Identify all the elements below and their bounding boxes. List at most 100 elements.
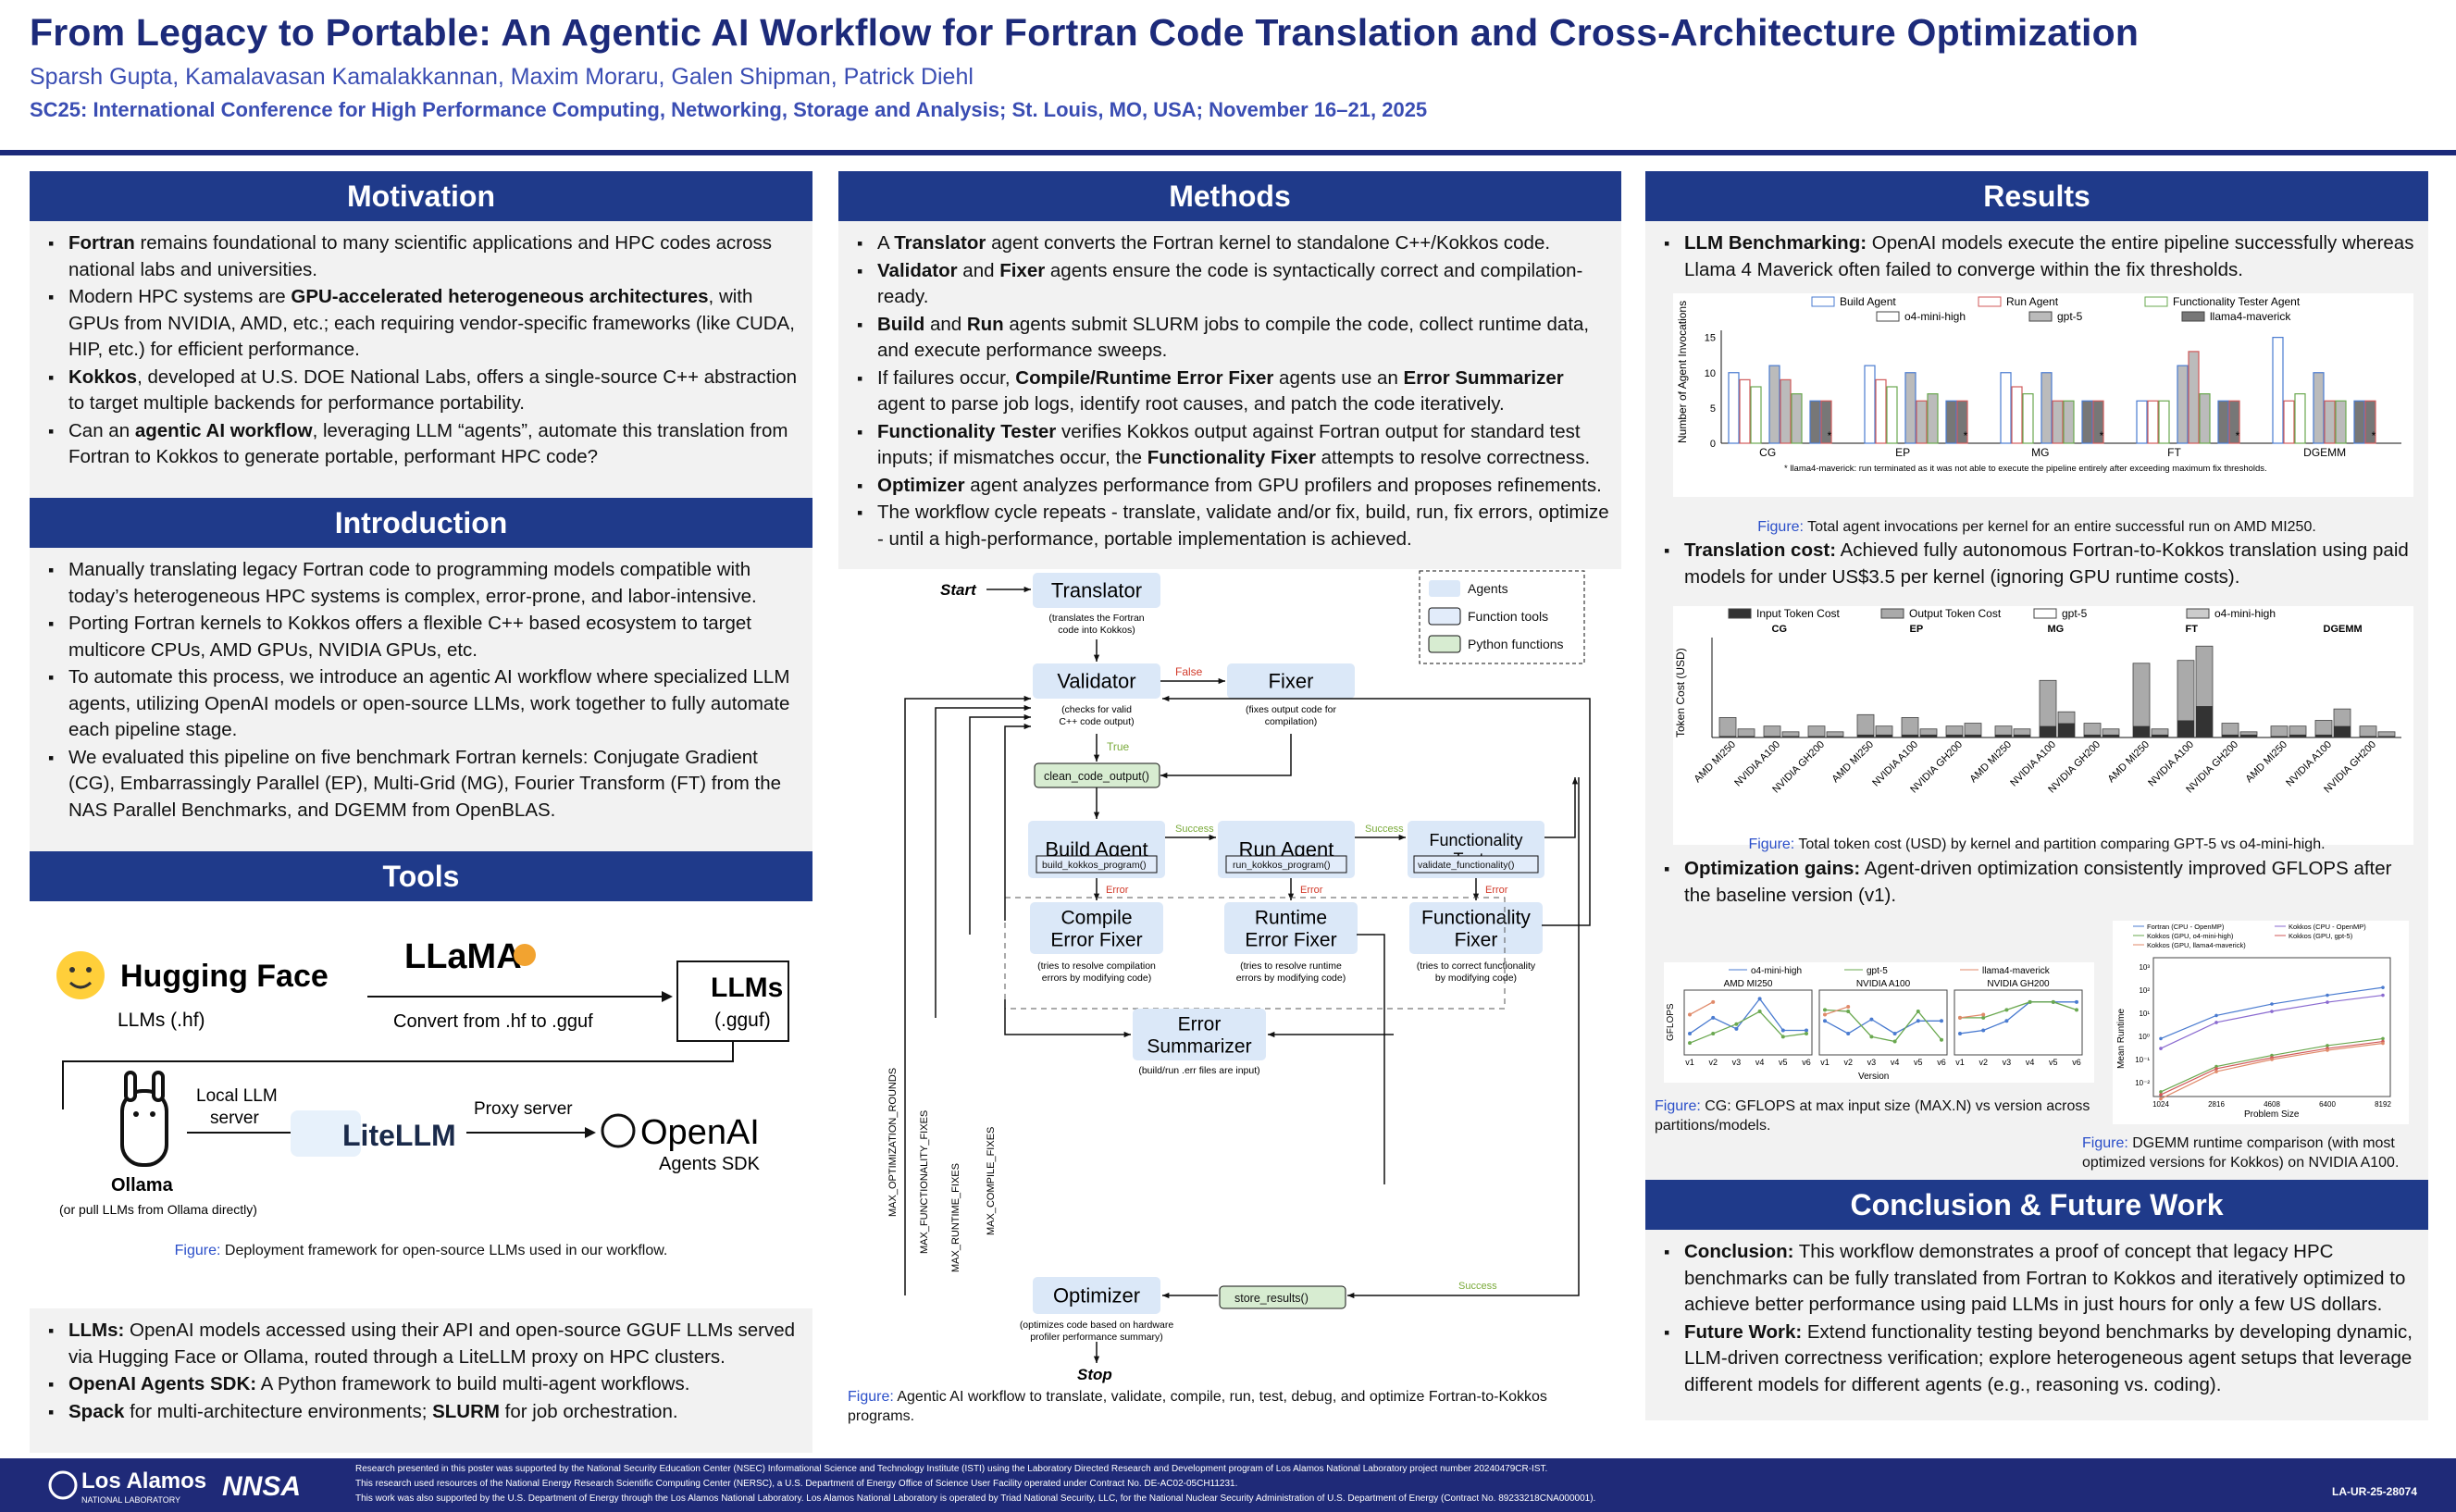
results-panel: Results LLM Benchmarking: OpenAI models … — [1645, 171, 2428, 1180]
section-heading: Tools — [30, 851, 812, 901]
series-line — [1824, 1006, 1849, 1016]
legend-label: Kokkos (GPU, llama4-maverick) — [2147, 941, 2246, 949]
bar — [2271, 736, 2288, 737]
legend-label: o4-mini-high — [2214, 607, 2276, 620]
legend-label: Kokkos (GPU, gpt-5) — [2289, 932, 2353, 940]
legend-label: Functionality Tester Agent — [2173, 295, 2301, 308]
bold-text: LLMs: — [68, 1320, 125, 1341]
point — [1869, 1017, 1874, 1022]
results-list-1: LLM Benchmarking: OpenAI models execute … — [1645, 221, 2428, 283]
list-item: Can an agentic AI workflow, leveraging L… — [48, 418, 801, 471]
legend-label: Run Agent — [2006, 295, 2059, 308]
tester-fn-label: validate_functionality() — [1418, 860, 1514, 871]
optimizer-node-label: Optimizer — [1053, 1284, 1140, 1308]
openai-label: OpenAI — [640, 1113, 760, 1152]
point — [2326, 1044, 2329, 1047]
footer: Los Alamos NATIONAL LABORATORY NNSA Rese… — [0, 1458, 2456, 1512]
point — [1892, 1031, 1897, 1035]
text: agents submit SLURM jobs to compile the … — [877, 313, 1590, 362]
point — [1688, 1041, 1692, 1046]
bar — [1876, 734, 1892, 737]
bar — [1750, 386, 1762, 444]
bar — [2334, 725, 2351, 737]
x-tick: NVIDIA A100 — [2284, 739, 2334, 789]
bold-text: GPU-accelerated heterogeneous architectu… — [291, 286, 709, 307]
fixer-return-arrow-head — [1160, 772, 1168, 779]
bar — [2136, 400, 2148, 444]
point — [2381, 985, 2385, 989]
introduction-panel: Introduction Manually translating legacy… — [30, 498, 812, 851]
legend-box — [1419, 570, 1585, 664]
bold-text: SLURM — [432, 1400, 500, 1422]
x-tick: NVIDIA A100 — [2008, 739, 2058, 789]
bold-text: Validator — [877, 259, 958, 281]
point — [1780, 1035, 1785, 1039]
tester-node-label: Functionality — [1429, 831, 1522, 849]
figure-label: Figure: — [1757, 519, 1804, 535]
legend-swatch — [1428, 607, 1461, 626]
list-item: Kokkos, developed at U.S. DOE National L… — [48, 365, 801, 417]
figure-label: Figure: — [848, 1389, 894, 1405]
panel-title: NVIDIA GH200 — [1987, 979, 2050, 989]
loop-compile — [1004, 725, 1031, 921]
results-item: LLM Benchmarking: OpenAI models execute … — [1664, 230, 2417, 283]
text: for job orchestration. — [499, 1400, 678, 1422]
bar — [2040, 372, 2053, 444]
cef-node-sub: (tries to resolve compilation — [1037, 960, 1156, 972]
bar — [2313, 372, 2325, 444]
point — [2381, 993, 2385, 998]
bar — [1807, 725, 1826, 738]
point — [1734, 1026, 1739, 1031]
legend-swatch — [1880, 608, 1904, 619]
summarizer-sub: (build/run .err files are input) — [1138, 1065, 1259, 1076]
x-tick: v5 — [1779, 1058, 1788, 1067]
point — [1846, 1004, 1851, 1009]
x-tick: 8192 — [2375, 1100, 2391, 1109]
ollama-sublabel: (or pull LLMs from Ollama directly) — [59, 1202, 257, 1217]
ollama-icon-eye — [133, 1111, 139, 1117]
list-item: OpenAI Agents SDK: A Python framework to… — [48, 1371, 801, 1398]
x-tick: 6400 — [2319, 1100, 2336, 1109]
success-label: Success — [1175, 824, 1214, 835]
ref-return — [1357, 934, 1385, 1184]
bar — [1782, 736, 1799, 737]
y-tick: 10¹ — [2139, 1010, 2150, 1018]
ollama-icon-ear — [152, 1071, 165, 1102]
section-heading: Methods — [838, 171, 1621, 221]
point — [2270, 1002, 2274, 1006]
optimizer-node — [1033, 1277, 1160, 1314]
loop-label: MAX_OPTIMIZATION_ROUNDS — [887, 1068, 899, 1217]
bold-text: Functionality Fixer — [1147, 447, 1316, 468]
bold-text: Spack — [68, 1400, 125, 1422]
bar — [1927, 393, 1939, 444]
ref-summarizer-arrow-head — [1268, 1031, 1275, 1038]
bar — [2378, 736, 2395, 737]
bar — [1901, 717, 1919, 738]
text: agent converts the Fortran kernel to sta… — [986, 232, 1551, 254]
footer-line: This research used resources of the Nati… — [355, 1479, 1237, 1489]
chart-footnote: * llama4-maverick: run terminated as it … — [1784, 464, 2267, 474]
point — [2159, 1093, 2163, 1097]
translator-arrow-head — [1093, 654, 1100, 662]
header-rule — [0, 150, 2456, 155]
bar — [1864, 365, 1876, 444]
report-id: LA-UR-25-28074 — [2332, 1485, 2417, 1498]
series-line — [1689, 1001, 1714, 1016]
stop-label: Stop — [1077, 1366, 1112, 1383]
x-tick: v1 — [1685, 1058, 1694, 1067]
legend-swatch — [1728, 608, 1752, 619]
x-tick: v3 — [2003, 1058, 2012, 1067]
openai-icon — [601, 1113, 636, 1148]
x-label: Version — [1858, 1072, 1889, 1082]
bar — [1965, 734, 1981, 737]
ff-node-error-label: Error — [1485, 885, 1508, 896]
point — [1958, 1031, 1962, 1035]
footer-graphics: Los Alamos NATIONAL LABORATORY NNSA Rese… — [48, 1464, 2417, 1505]
loop-compile-head — [1023, 723, 1031, 730]
text: The workflow cycle repeats - translate, … — [877, 502, 1609, 550]
introduction-list: Manually translating legacy Fortran code… — [30, 548, 812, 834]
convert-arrowhead — [662, 991, 673, 1002]
